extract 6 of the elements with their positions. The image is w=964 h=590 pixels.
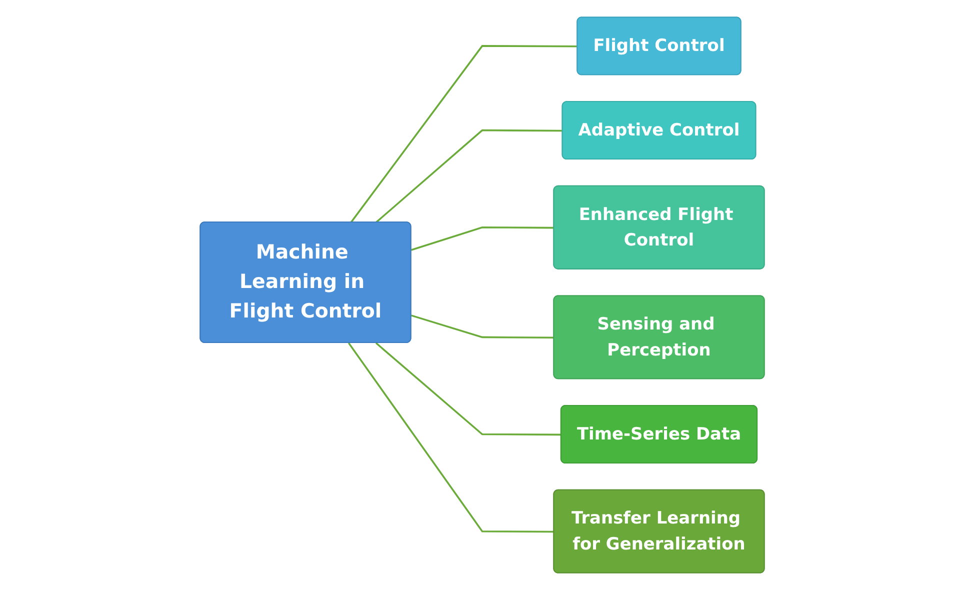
connector bbox=[410, 226, 554, 251]
connector bbox=[375, 129, 562, 224]
connector bbox=[410, 314, 554, 339]
connector bbox=[375, 342, 562, 436]
connector bbox=[350, 45, 578, 223]
connector bbox=[348, 342, 554, 533]
